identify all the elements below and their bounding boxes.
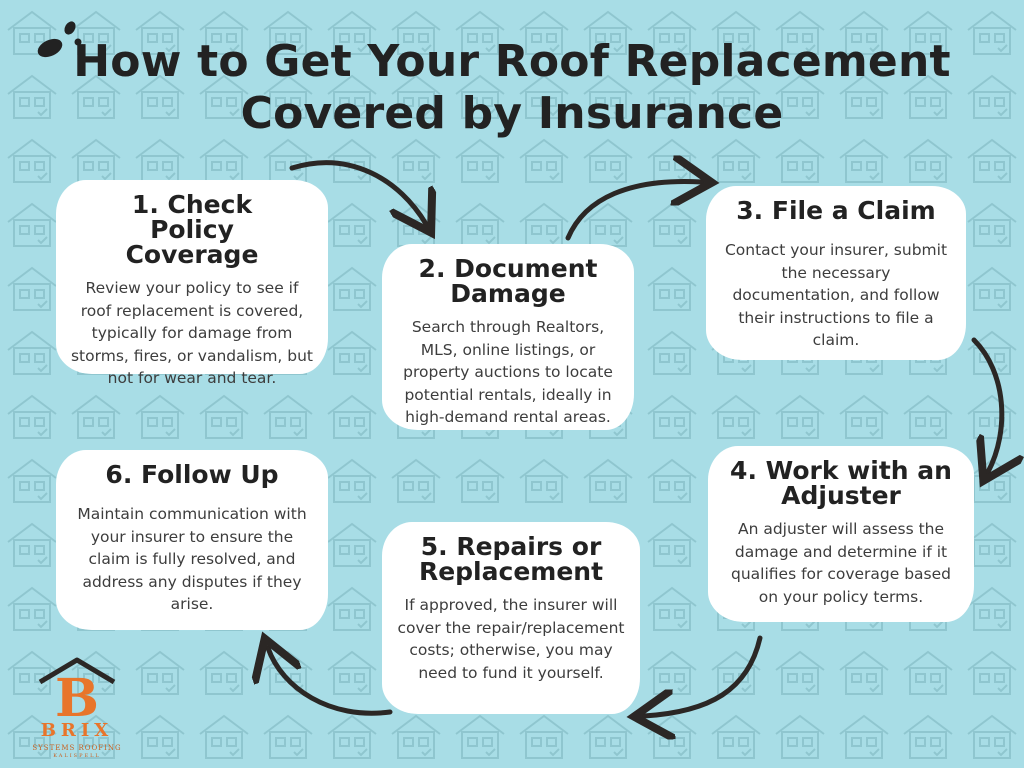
step-6-title: 6. Follow Up xyxy=(105,460,279,489)
roof-b-logo-icon: B xyxy=(38,657,116,729)
step-5-title: 5. Repairs or Replacement xyxy=(418,532,604,586)
step-card-4: 4. Work with an Adjuster An adjuster wil… xyxy=(708,446,974,622)
brix-logo: B BRIX SYSTEMS ROOFING KALISPELL xyxy=(22,652,132,762)
step-2-body: Search through Realtors, MLS, online lis… xyxy=(403,318,613,426)
step-4-body: An adjuster will assess the damage and d… xyxy=(731,520,951,606)
step-6-body: Maintain communication with your insurer… xyxy=(77,505,307,613)
page-title: How to Get Your Roof Replacement Covered… xyxy=(40,36,984,140)
logo-wordmark: BRIX xyxy=(40,720,114,741)
step-card-1: 1. Check Policy Coverage Review your pol… xyxy=(56,180,328,387)
step-2-title: 2. Document Damage xyxy=(418,254,598,308)
step-card-2: 2. Document Damage Search through Realto… xyxy=(382,244,634,430)
step-card-6: 6. Follow Up Maintain communication with… xyxy=(56,450,328,630)
title-line-1: How to Get Your Roof Replacement xyxy=(73,36,951,87)
step-1-title: 1. Check Policy Coverage xyxy=(125,190,259,269)
logo-letter: B xyxy=(55,668,99,722)
step-3-body: Contact your insurer, submit the necessa… xyxy=(724,241,948,349)
step-card-3: 3. File a Claim Contact your insurer, su… xyxy=(706,186,966,360)
logo-location: KALISPELL xyxy=(53,753,101,759)
step-3-title: 3. File a Claim xyxy=(736,196,936,225)
step-4-title: 4. Work with an Adjuster xyxy=(730,456,952,510)
title-line-2: Covered by Insurance xyxy=(240,88,784,139)
splash-decoration-icon xyxy=(37,21,82,58)
step-card-5: 5. Repairs or Replacement If approved, t… xyxy=(382,522,640,714)
logo-tagline: SYSTEMS ROOFING xyxy=(32,744,122,752)
step-5-body: If approved, the insurer will cover the … xyxy=(397,596,625,682)
step-1-body: Review your policy to see if roof replac… xyxy=(70,279,314,387)
